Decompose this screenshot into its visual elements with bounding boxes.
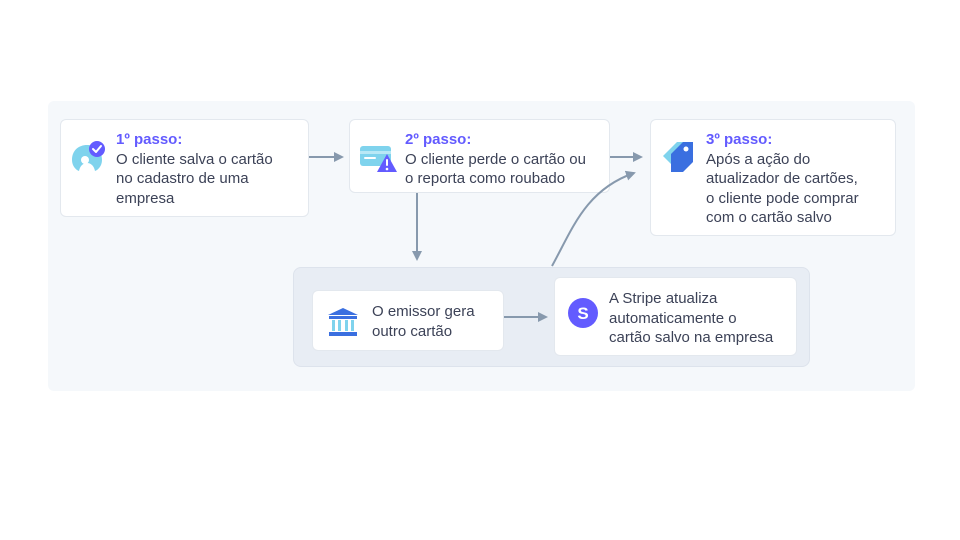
step-2-title: 2º passo: [405, 131, 472, 148]
issuer-line: O emissor gera [372, 303, 475, 320]
step-3-line: atualizador de cartões, [706, 170, 858, 187]
stripe-line: A Stripe atualiza [609, 290, 718, 307]
step-2-card: 2º passo: O cliente perde o cartão ou o … [349, 119, 610, 193]
issuer-card: O emissor gera outro cartão [312, 290, 504, 351]
step-3-line: Após a ação do [706, 150, 811, 168]
stripe-line: automaticamente o [609, 309, 737, 327]
stripe-logo-icon: S [568, 298, 598, 333]
step-3-line: o cliente pode comprar [706, 189, 859, 207]
stripe-line: cartão salvo na empresa [609, 329, 774, 346]
step-2-line: o reporta como roubado [405, 170, 566, 187]
stripe-logo-letter: S [577, 304, 588, 323]
bank-icon [327, 307, 359, 342]
tag-icon [659, 138, 697, 181]
stripe-card: S A Stripe atualiza automaticamente o ca… [554, 277, 797, 356]
step-1-title: 1º passo: [116, 131, 183, 148]
step-1-card: 1º passo: O cliente salva o cartão no ca… [60, 119, 309, 217]
step-1-line: no cadastro de uma [116, 170, 249, 187]
card-warning-icon [359, 144, 399, 179]
step-1-line: empresa [116, 189, 175, 207]
issuer-line: outro cartão [372, 322, 453, 340]
user-check-icon [69, 138, 105, 179]
step-3-line: com o cartão salvo [706, 209, 832, 226]
step-3-title: 3º passo: [706, 131, 773, 148]
step-1-line: O cliente salva o cartão [116, 150, 273, 168]
step-2-line: O cliente perde o cartão ou [405, 150, 586, 168]
step-3-card: 3º passo: Após a ação do atualizador de … [650, 119, 896, 236]
